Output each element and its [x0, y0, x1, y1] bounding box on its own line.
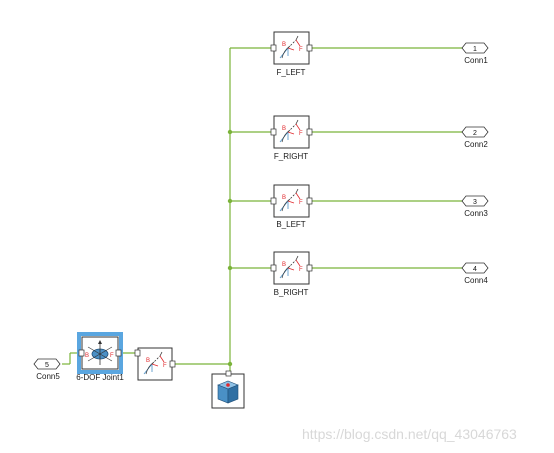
conn5-port[interactable]: 5	[33, 358, 61, 370]
solid-cube-icon	[217, 380, 239, 404]
conn4-label: Conn4	[464, 276, 488, 285]
svg-text:5: 5	[45, 362, 49, 369]
svg-text:3: 3	[473, 199, 477, 206]
joint-label: 6-DOF Joint1	[76, 373, 124, 382]
conn5-label: Conn5	[36, 372, 60, 381]
svg-text:B: B	[85, 353, 89, 359]
six-dof-joint-block[interactable]: B F	[77, 332, 123, 374]
svg-text:F: F	[110, 353, 114, 359]
transform-block-f-left[interactable]	[270, 31, 313, 65]
transform-block-b-right[interactable]	[270, 251, 313, 285]
wires	[62, 47, 464, 374]
watermark: https://blog.csdn.net/qq_43046763	[302, 426, 517, 442]
conn2-port[interactable]: 2	[461, 126, 489, 138]
conn1-label: Conn1	[464, 56, 488, 65]
transform-block-unnamed[interactable]	[134, 347, 176, 381]
transform-block-f-right[interactable]	[270, 115, 313, 149]
svg-text:4: 4	[473, 266, 477, 273]
conn2-label: Conn2	[464, 140, 488, 149]
conn4-port[interactable]: 4	[461, 262, 489, 274]
b-left-label: B_LEFT	[276, 220, 306, 229]
svg-text:1: 1	[473, 46, 477, 53]
b-right-label: B_RIGHT	[273, 288, 309, 297]
f-right-label: F_RIGHT	[273, 152, 309, 161]
joint-icon: B F	[85, 340, 114, 365]
conn1-port[interactable]: 1	[461, 42, 489, 54]
conn3-label: Conn3	[464, 209, 488, 218]
solid-block[interactable]	[211, 370, 245, 409]
svg-text:2: 2	[473, 130, 477, 137]
conn3-port[interactable]: 3	[461, 195, 489, 207]
transform-block-b-left[interactable]	[270, 184, 313, 218]
wire-junctions	[227, 129, 233, 367]
f-left-label: F_LEFT	[276, 68, 306, 77]
